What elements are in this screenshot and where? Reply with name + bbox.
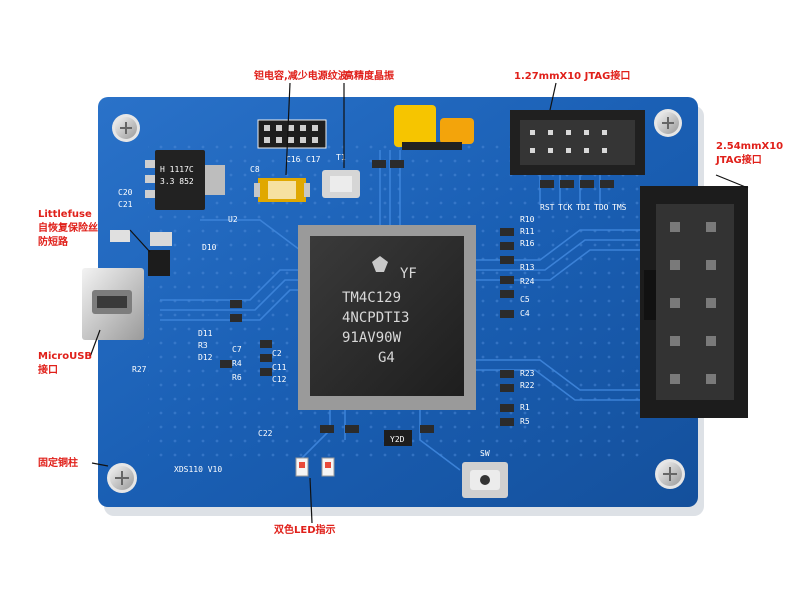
mounting-hole-bottom-left: [107, 463, 137, 493]
annotation-fuse-line2: 自恢复保险丝: [38, 223, 98, 234]
silk-rst: RST: [540, 203, 555, 212]
mcu-chip: YF TM4C129 4NCPDTI3 91AV90W G4: [298, 225, 476, 410]
chip-marking-variant: 4NCPDTI3: [342, 310, 409, 326]
silk-c20: C20: [118, 188, 133, 197]
silk-t1: T1: [336, 153, 346, 162]
silk-c21: C21: [118, 200, 133, 209]
silk-c16: C16: [286, 155, 301, 164]
regulator-marking-1: H 1117C: [160, 165, 194, 174]
smd-chip: [384, 430, 412, 446]
silk-r23: R23: [520, 369, 535, 378]
mounting-hole-bottom-right: [655, 459, 685, 489]
silk-r11: R11: [520, 227, 535, 236]
crystal-oscillator: [322, 170, 360, 198]
silk-y2d: Y2D: [390, 435, 405, 444]
annotation-jtag-254-line2: JTAG接口: [716, 155, 762, 166]
silkscreen: C20 C21 D10 U2 C8 C16 C17 T1 R10 R11 R16…: [118, 153, 627, 474]
annotation-lines: [89, 82, 749, 524]
reset-push-button: [462, 462, 508, 498]
silk-c7: C7: [232, 345, 242, 354]
silk-r10: R10: [520, 215, 535, 224]
silk-r3: R3: [198, 341, 208, 350]
chip-marking-lot: 91AV90W: [342, 330, 402, 346]
bicolor-leds: [295, 457, 335, 477]
silk-r27: R27: [132, 365, 147, 374]
silk-c4: C4: [520, 309, 530, 318]
annotation-fuse-line1: Littlefuse: [38, 209, 92, 220]
chip-marking-yf: YF: [400, 266, 417, 282]
fuse: [148, 250, 170, 276]
silk-d12: D12: [198, 353, 213, 362]
silk-r13: R13: [520, 263, 535, 272]
tantalum-capacitor: [254, 178, 310, 202]
silk-tdi: TDI: [576, 203, 591, 212]
annotation-usb-line1: MicroUSB: [38, 351, 93, 362]
micro-usb-connector: [82, 268, 144, 340]
silk-sw: SW: [480, 449, 490, 458]
regulator-marking-2: 3.3 852: [160, 177, 194, 186]
silk-r1: R1: [520, 403, 530, 412]
silk-tms: TMS: [612, 203, 627, 212]
silk-c11: C11: [272, 363, 287, 372]
silk-c22: C22: [258, 429, 273, 438]
smd-part: [150, 232, 172, 246]
ti-logo-icon: [372, 256, 388, 272]
chip-marking-part: TM4C129: [342, 290, 401, 306]
silk-r16: R16: [520, 239, 535, 248]
annotation-jtag-127: 1.27mmX10 JTAG接口: [514, 71, 631, 82]
annotation-jtag-254-line1: 2.54mmX10: [716, 141, 784, 152]
silk-r5: R5: [520, 417, 530, 426]
mounting-hole-top-left: [112, 114, 140, 142]
silk-c12: C12: [272, 375, 287, 384]
jtag-2-54mm-header: [640, 186, 748, 418]
mounting-hole-top-right: [654, 109, 682, 137]
annotation-led: 双色LED指示: [274, 525, 336, 536]
yellow-jumper: [394, 105, 474, 150]
silk-d11: D11: [198, 329, 213, 338]
chip-marking-rev: G4: [378, 350, 395, 366]
silk-c8: C8: [250, 165, 260, 174]
silk-tdo: TDO: [594, 203, 609, 212]
silk-c2: C2: [272, 349, 282, 358]
silk-r22: R22: [520, 381, 535, 390]
silk-c5: C5: [520, 295, 530, 304]
silk-u2: U2: [228, 215, 238, 224]
annotation-standoff: 固定铜柱: [38, 458, 78, 469]
silk-r24: R24: [520, 277, 535, 286]
silk-c17: C17: [306, 155, 321, 164]
annotation-fuse-line3: 防短路: [38, 237, 68, 248]
pin-header-2x5: [257, 119, 327, 149]
jtag-1-27mm-header: [510, 110, 645, 175]
smd-part: [110, 230, 130, 242]
annotation-crystal: 高精度晶振: [344, 71, 394, 82]
silk-tck: TCK: [558, 203, 573, 212]
silk-board-id: XDS110 V10: [174, 465, 222, 474]
silk-r4: R4: [232, 359, 242, 368]
voltage-regulator: H 1117C 3.3 852: [145, 150, 225, 210]
silk-d10: D10: [202, 243, 217, 252]
annotation-capacitor: 钽电容,减少电源纹波: [254, 71, 348, 82]
smd-components: [220, 160, 614, 433]
silk-r6: R6: [232, 373, 242, 382]
annotation-usb-line2: 接口: [38, 365, 58, 376]
